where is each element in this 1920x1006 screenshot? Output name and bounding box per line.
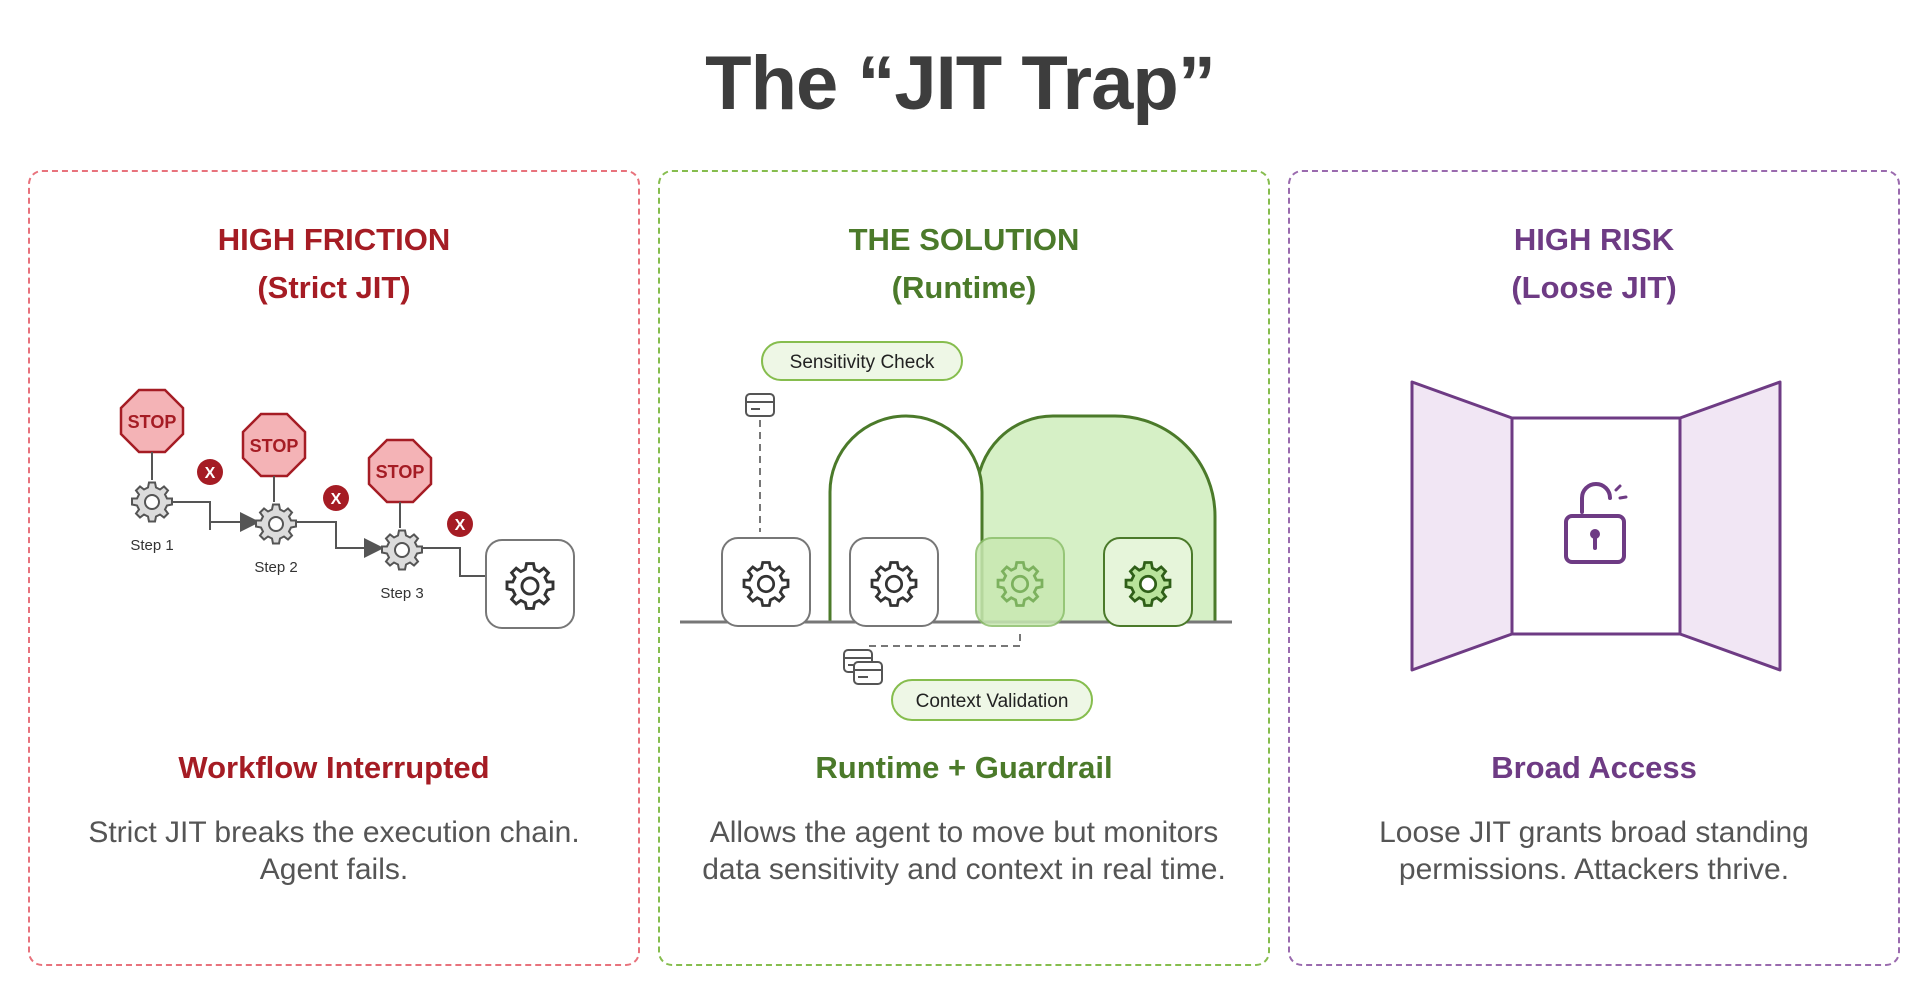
- agent-box: [849, 537, 939, 627]
- gear-icon: [505, 562, 555, 610]
- step-label: Step 1: [130, 537, 173, 554]
- panel-heading: THE SOLUTION: [848, 222, 1080, 257]
- panel-subhead: Broad Access: [1491, 750, 1697, 785]
- gear-icon: [996, 561, 1044, 607]
- svg-text:X: X: [331, 491, 342, 508]
- agent-box: [485, 539, 575, 629]
- stop-sign-icon: STOP: [119, 388, 185, 454]
- stop-sign-label: STOP: [376, 462, 425, 482]
- agent-box: [721, 537, 811, 627]
- panel-heading: HIGH RISK: [1513, 222, 1675, 257]
- panel-description: Strict JIT breaks the execution chain. A…: [88, 816, 580, 886]
- gear-icon: [255, 503, 297, 545]
- panel-subhead: Runtime + Guardrail: [815, 750, 1113, 785]
- panel-description: Allows the agent to move but monitors da…: [702, 816, 1226, 886]
- strict-jit-panel: HIGH FRICTION (Strict JIT) STOP STOP STO…: [28, 170, 640, 966]
- loose-jit-panel: HIGH RISK (Loose JIT) Broad Access Loose…: [1288, 170, 1900, 966]
- panel-heading-sub: (Strict JIT): [257, 270, 411, 305]
- agent-box: [1103, 537, 1193, 627]
- x-icon: X: [323, 485, 349, 511]
- context-validation-label: Context Validation: [891, 679, 1093, 721]
- step-label: Step 2: [254, 559, 297, 576]
- card-icon: [843, 649, 883, 685]
- page-title: The “JIT Trap”: [705, 41, 1216, 126]
- stop-sign-icon: STOP: [241, 412, 307, 478]
- unlocked-padlock-icon: [1564, 482, 1628, 564]
- panel-heading-sub: (Loose JIT): [1511, 270, 1677, 305]
- runtime-panel: THE SOLUTION (Runtime) Sensitivity Check: [658, 170, 1270, 966]
- step-label: Step 3: [380, 585, 423, 602]
- x-icon: X: [197, 459, 223, 485]
- interrupted-workflow-diagram: STOP STOP STOP Step 1: [119, 388, 575, 629]
- svg-text:X: X: [455, 517, 466, 534]
- panel-heading-sub: (Runtime): [891, 270, 1037, 305]
- stop-sign-icon: STOP: [367, 438, 433, 504]
- gear-icon: [870, 561, 918, 607]
- svg-text:Context Validation: Context Validation: [916, 691, 1069, 712]
- agent-box-ghost: [975, 537, 1065, 627]
- runtime-guardrail-diagram: Sensitivity Check: [680, 341, 1232, 721]
- open-doors-diagram: [1410, 380, 1782, 672]
- svg-text:X: X: [205, 465, 216, 482]
- gear-icon: [131, 481, 173, 523]
- card-icon: [745, 393, 775, 417]
- x-icon: X: [447, 511, 473, 537]
- gear-icon: [742, 561, 790, 607]
- panel-subhead: Workflow Interrupted: [178, 750, 490, 785]
- stop-sign-label: STOP: [128, 412, 177, 432]
- svg-text:Sensitivity Check: Sensitivity Check: [790, 352, 935, 373]
- panel-heading: HIGH FRICTION: [217, 222, 451, 257]
- stop-sign-label: STOP: [250, 436, 299, 456]
- sensitivity-check-label: Sensitivity Check: [761, 341, 963, 381]
- gear-icon: [1124, 561, 1172, 607]
- panel-description: Loose JIT grants broad standing permissi…: [1379, 816, 1809, 886]
- gear-icon: [381, 529, 423, 571]
